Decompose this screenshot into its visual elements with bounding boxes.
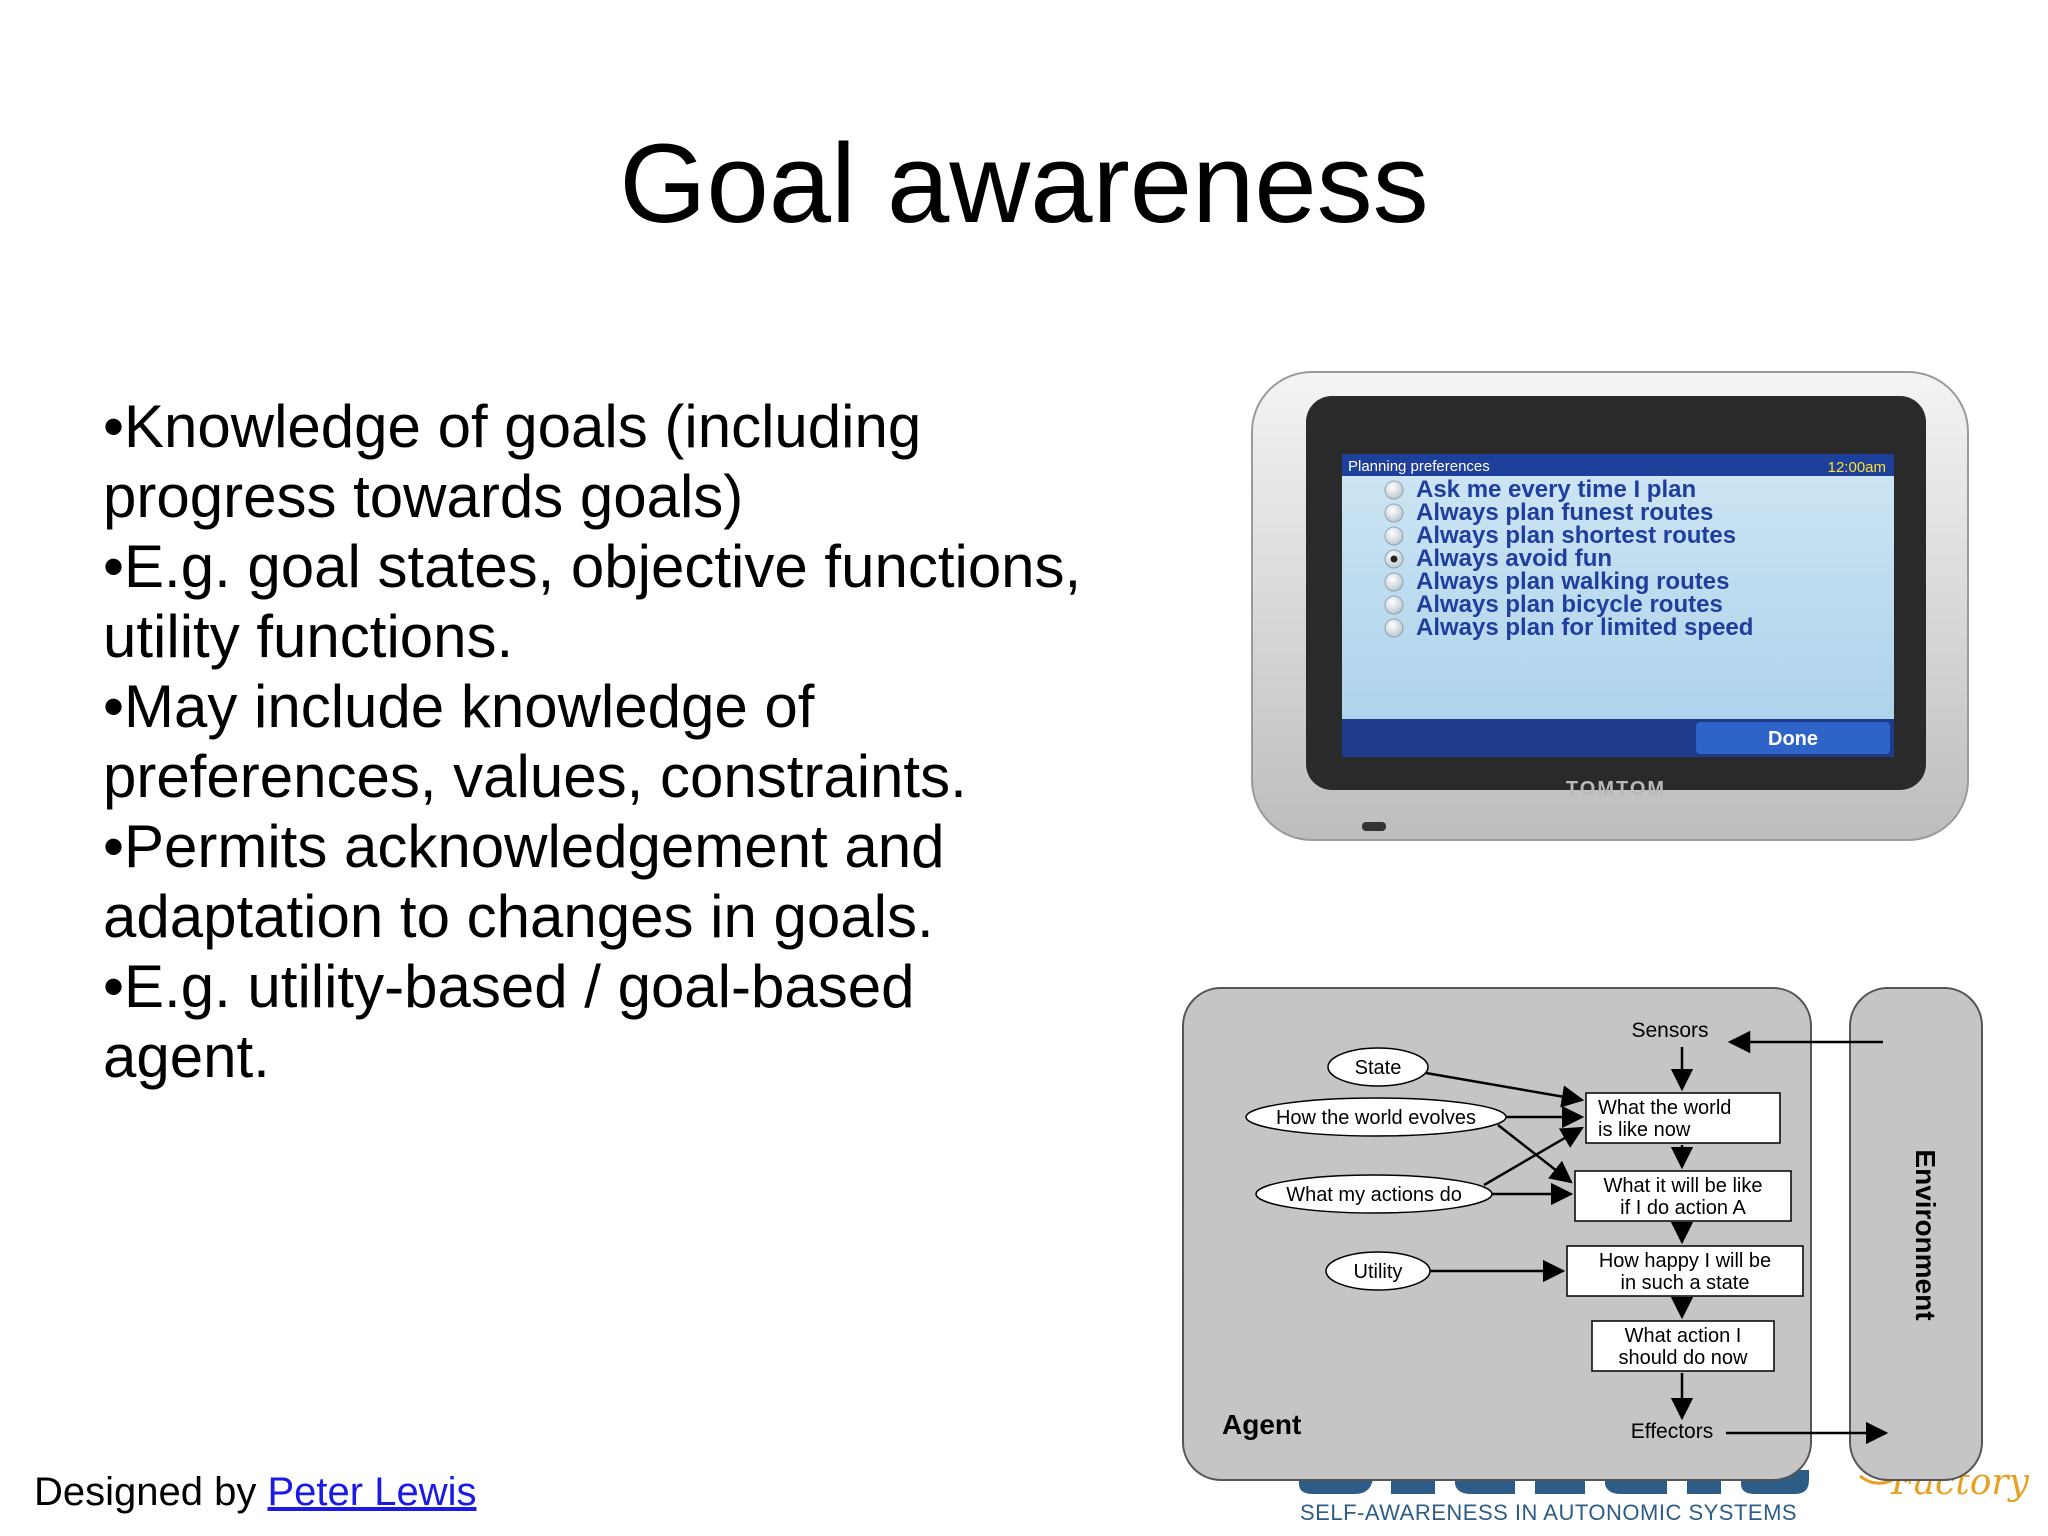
environment-label: Environment — [1910, 1149, 1941, 1320]
environment-panel — [1849, 987, 1983, 1481]
gps-option-label[interactable]: Always plan for limited speed — [1416, 614, 1753, 641]
footer-credit: Designed by Peter Lewis — [34, 1470, 476, 1515]
agent-diagram: Environment Agent Sensors Effectors Stat… — [1182, 987, 1983, 1481]
gps-option-label[interactable]: Always plan bicycle routes — [1416, 591, 1723, 618]
happy-line1: How happy I will be — [1599, 1250, 1771, 1272]
bullet-line: •E.g. goal states, objective functions, — [103, 533, 1082, 600]
will-be-line2: if I do action A — [1620, 1197, 1746, 1219]
state-node — [1327, 1047, 1429, 1087]
gps-screen — [1342, 454, 1894, 757]
will-be-line1: What it will be like — [1604, 1175, 1763, 1197]
bullet-list: •Knowledge of goals (including progress … — [103, 392, 1183, 1092]
bullet-line: utility functions. — [103, 603, 514, 670]
bullet-line: •Permits acknowledgement and — [103, 813, 945, 880]
bullet-line: •Knowledge of goals (including — [103, 393, 922, 460]
gps-option-label[interactable]: Always plan walking routes — [1416, 568, 1729, 595]
gps-header-bar — [1342, 454, 1894, 476]
gps-option-radio[interactable] — [1384, 480, 1404, 500]
gps-brand: TOMTOM — [1566, 778, 1666, 800]
effectors-label: Effectors — [1631, 1420, 1713, 1443]
world-evolves-label: How the world evolves — [1276, 1107, 1476, 1129]
gps-option-radio[interactable] — [1384, 572, 1404, 592]
gps-device-image: Planning preferences 12:00am Ask me ever… — [1251, 371, 1969, 841]
gps-option-radio[interactable] — [1384, 618, 1404, 638]
world-now-box — [1585, 1092, 1781, 1144]
bullet-line: •May include knowledge of — [103, 673, 815, 740]
will-be-box — [1574, 1170, 1792, 1222]
gps-header-text: Planning preferences — [1348, 458, 1490, 475]
author-link[interactable]: Peter Lewis — [267, 1470, 477, 1514]
action-line2: should do now — [1619, 1347, 1749, 1369]
gps-option-label[interactable]: Always plan funest routes — [1416, 499, 1713, 526]
bullet-line: •E.g. utility-based / goal-based — [103, 953, 915, 1020]
diagram-arrows — [1425, 1030, 1889, 1445]
world-now-line1: What the world — [1598, 1097, 1731, 1119]
action-line1: What action I — [1625, 1325, 1742, 1347]
gps-option-label[interactable]: Always plan shortest routes — [1416, 522, 1736, 549]
gps-power-button — [1362, 822, 1386, 831]
gps-done-label: Done — [1768, 728, 1818, 750]
gps-option-radio[interactable] — [1384, 595, 1404, 615]
gps-done-button[interactable] — [1696, 722, 1890, 754]
bullet-line: adaptation to changes in goals. — [103, 883, 934, 950]
happy-box — [1566, 1245, 1804, 1297]
brand-tagline: SELF-AWARENESS IN AUTONOMIC SYSTEMS — [1300, 1500, 1798, 1525]
gps-time: 12:00am — [1828, 459, 1886, 476]
bullet-line: progress towards goals) — [103, 463, 744, 530]
happy-line2: in such a state — [1621, 1272, 1750, 1294]
footer-prefix: Designed by — [34, 1470, 268, 1514]
state-label: State — [1355, 1057, 1402, 1079]
utility-label: Utility — [1354, 1261, 1403, 1283]
bullet-line: preferences, values, constraints. — [103, 743, 967, 810]
slide-title: Goal awareness — [619, 121, 1429, 246]
action-box — [1591, 1320, 1775, 1372]
actions-do-label: What my actions do — [1286, 1184, 1462, 1206]
gps-option-radio[interactable] — [1384, 503, 1404, 523]
gps-option-label[interactable]: Always avoid fun — [1416, 545, 1612, 572]
world-now-line2: is like now — [1598, 1119, 1691, 1141]
gps-option-radio[interactable] — [1384, 526, 1404, 546]
agent-panel — [1182, 987, 1812, 1481]
sensors-label: Sensors — [1631, 1019, 1708, 1042]
gps-option-selected-dot — [1390, 555, 1398, 563]
gps-option-label[interactable]: Ask me every time I plan — [1416, 476, 1696, 503]
bullet-line: agent. — [103, 1023, 270, 1090]
agent-label: Agent — [1222, 1409, 1301, 1440]
